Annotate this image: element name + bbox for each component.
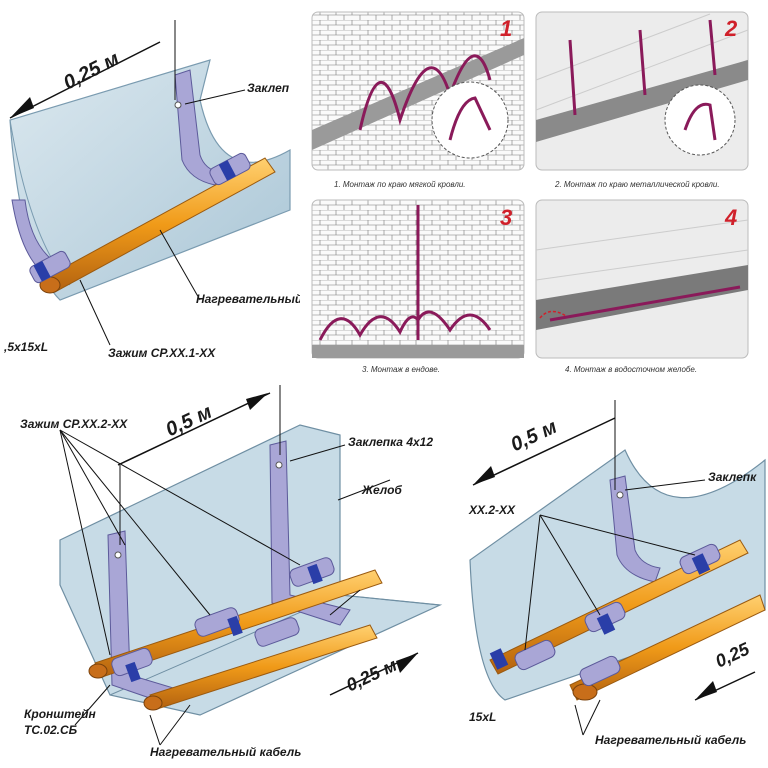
- arrow-head: [473, 466, 495, 485]
- arrow-head: [246, 393, 268, 410]
- panel-3-number: 3: [500, 205, 513, 230]
- installation-grid: 1 2 3 4 1. Монтаж по краю мягкой кровли.…: [300, 0, 760, 382]
- panel-4-caption: 4. Монтаж в водосточном желобе.: [565, 365, 698, 374]
- rivet-label: Заклепк: [708, 470, 757, 484]
- rivet: [616, 491, 624, 499]
- half-round-gutter-illustration: [9, 20, 291, 346]
- panel-3-caption: 3. Монтаж в ендове.: [362, 365, 440, 374]
- half-round-double-illustration: [469, 400, 766, 736]
- bracket: [269, 440, 351, 626]
- panel-2-caption: 2. Монтаж по краю металлической кровли.: [555, 180, 720, 189]
- gutter-label: Желоб: [362, 483, 402, 497]
- clamp: [194, 607, 243, 637]
- panel-half-round-gutter: 0,25 м Заклеп Нагревательный ,5х15хL Заж…: [0, 0, 300, 375]
- panel-half-round-double: 0,5 м Заклепк ХХ.2-ХХ 0,25 15хL Нагреват…: [465, 400, 768, 768]
- clamp: [579, 655, 621, 687]
- clamp: [289, 557, 335, 587]
- clamp-label: ХХ.2-ХХ: [469, 503, 516, 517]
- arrow-head: [10, 97, 34, 118]
- clamp-label: Зажим СР.ХХ.2-ХХ: [20, 417, 128, 431]
- size-label: ,5х15хL: [4, 340, 49, 354]
- panel-4-number: 4: [725, 205, 738, 230]
- arrow-head: [695, 681, 717, 700]
- panel-rectangular-gutter: Зажим СР.ХХ.2-ХХ 0,5 м Заклепка 4х12 Жел…: [0, 385, 460, 768]
- bracket-code-label: ТС.02.СБ: [24, 723, 78, 737]
- rivet-label: Заклепка 4х12: [348, 435, 434, 449]
- clamp: [489, 639, 556, 671]
- rivet: [275, 461, 283, 469]
- clamp: [111, 647, 153, 683]
- bracket: [609, 475, 661, 583]
- arrow-head: [396, 653, 418, 673]
- size-label: 15хL: [469, 710, 497, 724]
- heating-cable-label: Нагревательный кабель: [595, 733, 747, 747]
- rectangular-gutter-illustration: [59, 385, 443, 746]
- panel-1-caption: 1. Монтаж по краю мягкой кровли.: [334, 180, 466, 189]
- panel-1-number: 1: [500, 16, 513, 41]
- bracket-label: Кронштейн: [24, 707, 96, 721]
- rivet: [174, 101, 182, 109]
- clamp-label: Зажим СР.ХХ.1-ХХ: [108, 346, 216, 360]
- clamp: [679, 543, 721, 575]
- rivet: [114, 551, 122, 559]
- rivet-label: Заклеп: [247, 81, 290, 95]
- heating-cable-label: Нагревательный кабель: [150, 745, 302, 759]
- clamp: [254, 617, 300, 647]
- heating-cable-label: Нагревательный: [196, 292, 300, 306]
- installation-grid-illustration: [311, 11, 749, 359]
- cable-loops: [358, 54, 492, 131]
- clamp: [584, 601, 626, 635]
- panel-2-number: 2: [725, 16, 738, 41]
